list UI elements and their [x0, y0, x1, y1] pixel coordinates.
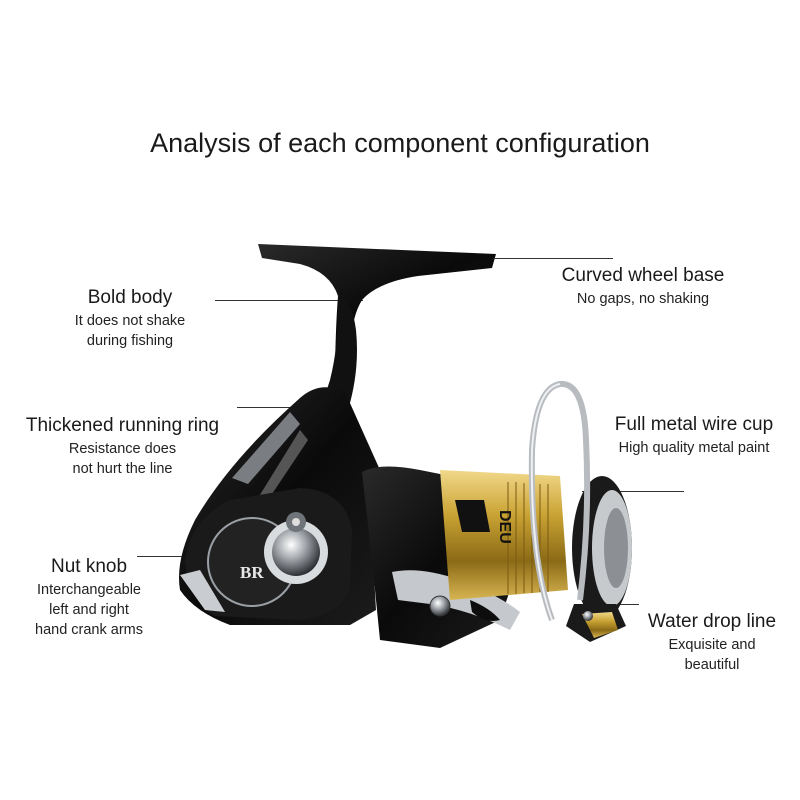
nut-knob-heading: Nut knob [50, 556, 128, 577]
bold-body-desc-1: It does not shake [74, 313, 186, 329]
label-running-ring: Thickened running ring Resistance does n… [10, 415, 235, 477]
leader-line-bold-body [215, 300, 363, 301]
reel-foot [258, 244, 496, 365]
wire-cup-desc-1: High quality metal paint [618, 440, 770, 456]
label-wire-cup: Full metal wire cup High quality metal p… [600, 414, 788, 456]
wheel-base-desc-1: No gaps, no shaking [576, 291, 710, 307]
reel-badge: BR [240, 563, 264, 582]
wire-cup-heading: Full metal wire cup [614, 414, 774, 435]
nut-knob-graphic [272, 528, 320, 576]
running-ring-heading: Thickened running ring [25, 415, 220, 436]
nut-knob-desc-1: Interchangeable [37, 582, 141, 598]
label-wheel-base: Curved wheel base No gaps, no shaking [548, 265, 738, 307]
running-ring-desc-1: Resistance does [68, 441, 177, 457]
label-water-drop: Water drop line Exquisite and beautiful [632, 611, 792, 673]
leader-line-running-ring [237, 407, 299, 408]
wheel-base-heading: Curved wheel base [561, 265, 725, 286]
page-title: Analysis of each component configuration [150, 128, 650, 158]
water-drop-desc-2: beautiful [684, 657, 740, 673]
leader-line-wheel-base [495, 258, 613, 259]
leader-line-wire-cup [582, 491, 684, 492]
label-nut-knob: Nut knob Interchangeable left and right … [24, 556, 154, 638]
running-ring-desc-2: not hurt the line [72, 461, 173, 477]
nut-knob-desc-3: hand crank arms [35, 622, 143, 638]
water-drop-desc-1: Exquisite and [668, 637, 756, 653]
bold-body-heading: Bold body [87, 287, 173, 308]
label-bold-body: Bold body It does not shake during fishi… [70, 287, 190, 349]
spool-marking: DEU [496, 510, 513, 544]
bold-body-desc-2: during fishing [86, 333, 174, 349]
nut-knob-desc-2: left and right [49, 602, 129, 618]
water-drop-heading: Water drop line [647, 611, 777, 632]
